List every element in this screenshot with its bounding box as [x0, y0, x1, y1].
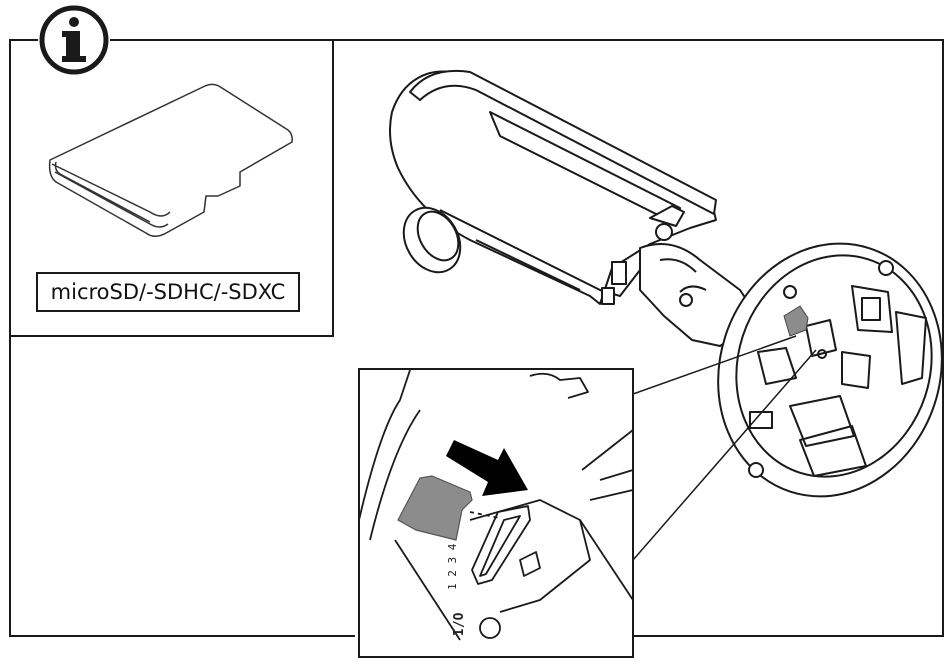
microsd-card-icon: [48, 83, 293, 237]
io-port-label: I/O: [452, 612, 467, 636]
card-type-label: microSD/-SDHC/-SDXC: [36, 272, 300, 312]
inset-detail: [358, 369, 634, 641]
card-slot-marker: [783, 305, 809, 337]
info-icon: [39, 5, 109, 75]
port-numbers-label: 1 2 3 4: [446, 543, 459, 590]
zoom-leader-lines: [632, 335, 817, 561]
inset-microsd-card: [397, 475, 473, 541]
insert-direction-arrow: [446, 440, 528, 496]
camera-housing: [389, 69, 761, 347]
camera-base-plate: [717, 242, 943, 498]
outer-frame: [9, 39, 944, 637]
